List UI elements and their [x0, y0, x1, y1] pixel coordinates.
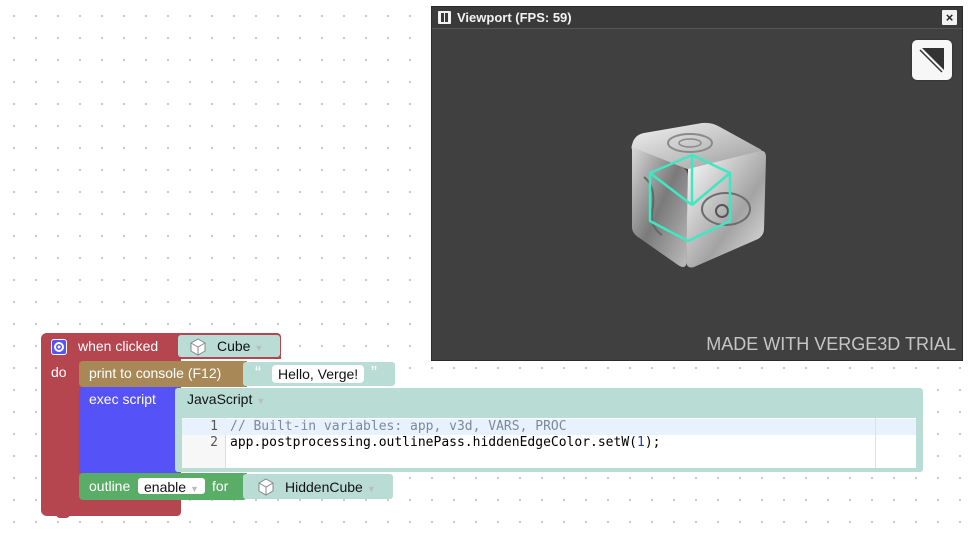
cube-icon — [257, 478, 275, 501]
language-dropdown-value: JavaScript — [187, 391, 253, 407]
pause-icon[interactable] — [438, 11, 451, 24]
code-statement: app.postprocessing.outlinePass.hiddenEdg… — [230, 435, 660, 451]
code-text: app.postprocessing.outlinePass.hiddenEdg… — [230, 435, 637, 450]
exec-script-block[interactable] — [79, 387, 179, 473]
text-input-value: Hello, Verge! — [278, 366, 359, 382]
line-number: 1 — [210, 419, 218, 434]
code-number: 1 — [637, 435, 645, 450]
outline-mode-value: enable — [144, 479, 187, 495]
hiddencube-dropdown[interactable]: HiddenCube▼ — [279, 478, 382, 496]
code-editor-scroll-divider — [875, 418, 876, 468]
viewport-header[interactable]: Viewport (FPS: 59) × — [432, 7, 962, 29]
outline-mode-dropdown[interactable]: enable▼ — [137, 477, 206, 495]
fullscreen-button[interactable] — [912, 40, 952, 80]
code-comment: // Built-in variables: app, v3d, VARS, P… — [230, 419, 567, 434]
watermark-text: MADE WITH VERGE3D TRIAL — [706, 334, 956, 354]
for-label: for — [212, 478, 229, 494]
do-label: do — [51, 364, 67, 380]
gear-icon — [54, 342, 64, 352]
event-block-bottom — [56, 510, 70, 518]
print-to-console-label: print to console (F12) — [89, 365, 222, 381]
print-to-console-block[interactable] — [79, 361, 247, 387]
open-quote: “ — [255, 363, 261, 383]
fullscreen-icon — [919, 48, 944, 73]
outline-highlight — [648, 153, 732, 243]
viewport-title: Viewport (FPS: 59) — [457, 10, 572, 25]
cube-dropdown-value: Cube — [217, 338, 251, 354]
cube-dropdown[interactable]: Cube▼ — [211, 337, 270, 355]
viewport-window: Viewport (FPS: 59) × — [431, 6, 963, 361]
settings-icon[interactable] — [51, 339, 67, 355]
text-input-field[interactable]: Hello, Verge! — [272, 365, 365, 383]
hiddencube-dropdown-value: HiddenCube — [285, 479, 363, 495]
line-number: 2 — [210, 435, 218, 450]
code-line-1[interactable]: 1 // Built-in variables: app, v3d, VARS,… — [182, 419, 916, 435]
exec-script-label: exec script — [89, 391, 156, 407]
when-clicked-label: when clicked — [78, 338, 159, 354]
code-text: ); — [644, 435, 661, 450]
close-quote: ” — [371, 363, 377, 383]
cube-icon — [189, 338, 207, 361]
code-line-2[interactable]: 2 app.postprocessing.outlinePass.hiddenE… — [182, 435, 916, 451]
code-editor[interactable]: 1 // Built-in variables: app, v3d, VARS,… — [181, 417, 917, 469]
outline-label: outline — [89, 478, 131, 494]
language-dropdown[interactable]: JavaScript▼ — [181, 390, 272, 408]
close-icon[interactable]: × — [942, 10, 957, 25]
cube-3d-model[interactable] — [622, 117, 767, 272]
